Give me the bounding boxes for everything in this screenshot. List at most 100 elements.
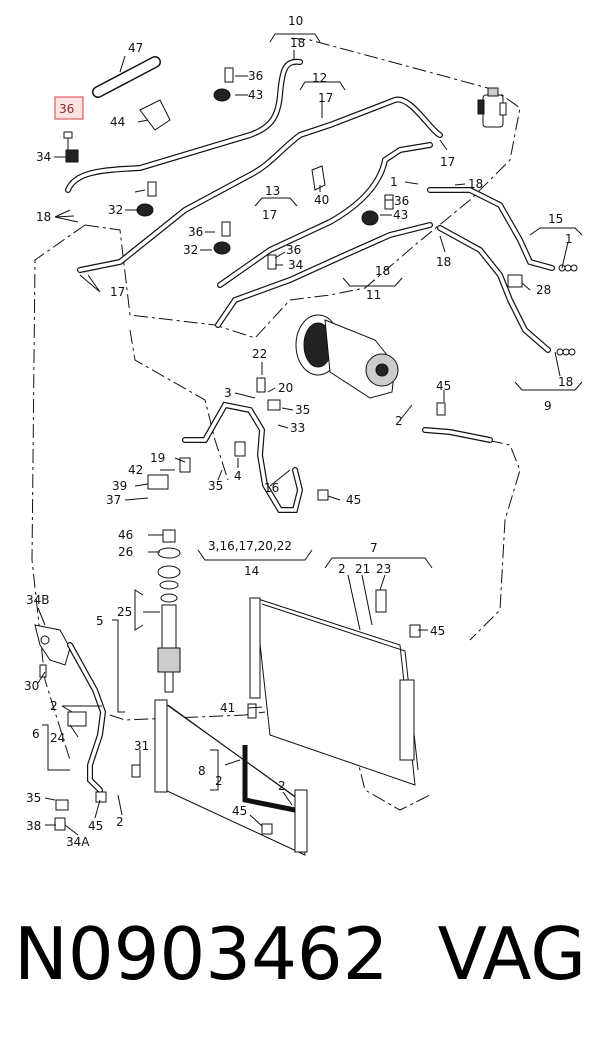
callout-label: 18	[436, 255, 451, 269]
callout-label: 20	[278, 381, 293, 395]
callout-label: 18	[558, 375, 573, 389]
callout-label: 18	[290, 36, 305, 50]
pipe-14	[182, 401, 304, 513]
callout-label: 5	[96, 614, 104, 628]
outline-mid	[129, 329, 229, 481]
callout-label: 21	[355, 562, 370, 576]
callout-label: 44	[110, 115, 125, 129]
callout-label: 45	[346, 493, 361, 507]
callout-label: 2	[215, 774, 223, 788]
hose-47	[92, 56, 161, 98]
callout-label: 34B	[26, 593, 50, 607]
callout-label: 36	[286, 243, 301, 257]
callout-label: 15	[548, 212, 563, 226]
callout-label: 34A	[66, 835, 90, 849]
callout-label: 2	[338, 562, 346, 576]
callout-label: 31	[134, 739, 149, 753]
callout-label: 9	[544, 399, 552, 413]
pipe-6	[67, 642, 107, 793]
callout-label: 3	[224, 386, 232, 400]
callout-label: 32	[183, 243, 198, 257]
callout-label: 46	[118, 528, 133, 542]
highlighted-callout-label: 36	[59, 102, 74, 116]
callout-label: 2	[116, 815, 124, 829]
callout-label: 45	[430, 624, 445, 638]
highlight-box	[54, 96, 84, 120]
callout-label: 18	[468, 177, 483, 191]
bolt-36-highlighted	[63, 131, 79, 163]
callout-label: 1	[565, 232, 573, 246]
strut-25	[157, 529, 181, 693]
radiator	[249, 597, 419, 786]
callout-label: 37	[106, 493, 121, 507]
callout-labels: 10 18 47 36 43 12 17 44 34 17 40 1 36 18…	[24, 14, 573, 849]
callout-label: 23	[376, 562, 391, 576]
callout-label: 17	[110, 285, 125, 299]
callout-label: 36	[188, 225, 203, 239]
callout-label: 38	[26, 819, 41, 833]
callout-label: 34	[288, 258, 303, 272]
callout-label: 7	[370, 541, 378, 555]
callout-label: 17	[318, 91, 333, 105]
callout-label: 33	[290, 421, 305, 435]
callout-label: 41	[220, 701, 235, 715]
outline-left	[31, 224, 86, 761]
compressor	[295, 314, 399, 399]
callout-label: 19	[150, 451, 165, 465]
callout-label: 12	[312, 71, 327, 85]
callout-label: 2	[278, 779, 286, 793]
callout-label: 17	[440, 155, 455, 169]
brand-caption: VAG	[437, 912, 586, 996]
callout-label: 17	[262, 208, 277, 222]
callout-label: 16	[264, 481, 279, 495]
callout-label: 36	[248, 69, 263, 83]
receiver-drier	[477, 87, 507, 128]
pipe-upper-second	[77, 96, 443, 273]
callout-label: 43	[248, 88, 263, 102]
callout-label: 2	[50, 699, 58, 713]
callout-label: 14	[244, 564, 259, 578]
callout-label: 22	[252, 347, 267, 361]
callout-label: 39	[112, 479, 127, 493]
callout-label: 1	[390, 175, 398, 189]
callout-label: 35	[26, 791, 41, 805]
callout-label: 45	[88, 819, 103, 833]
pipe-9	[437, 225, 551, 353]
parts-diagram: 10 18 47 36 43 12 17 44 34 17 40 1 36 18…	[24, 14, 583, 856]
outline-bottom	[354, 749, 431, 811]
callout-label: 47	[128, 41, 143, 55]
callout-label: 2	[395, 414, 403, 428]
callout-label: 8	[198, 764, 206, 778]
condenser	[154, 698, 308, 856]
callout-label: 36	[394, 194, 409, 208]
outline-upper	[84, 37, 521, 339]
callout-label: 24	[50, 731, 65, 745]
part-number-caption: N0903462	[14, 912, 389, 996]
callout-label: 34	[36, 150, 51, 164]
callout-label: 25	[117, 605, 132, 619]
callout-label: 18	[36, 210, 51, 224]
callout-label: 35	[295, 403, 310, 417]
callout-label: 13	[265, 184, 280, 198]
callout-label: 30	[24, 679, 39, 693]
bracket-34B	[34, 624, 71, 666]
callout-label: 10	[288, 14, 303, 28]
callout-label: 40	[314, 193, 329, 207]
small-fittings	[39, 67, 578, 835]
callout-label: 35	[208, 479, 223, 493]
callout-label: 43	[393, 208, 408, 222]
callout-label: 45	[232, 804, 247, 818]
callout-label: 28	[536, 283, 551, 297]
pipe-15	[427, 187, 555, 271]
leader-lines	[37, 33, 583, 836]
callout-label: 4	[234, 469, 242, 483]
pipe-11	[215, 222, 433, 328]
callout-label: 26	[118, 545, 133, 559]
pipe-13	[217, 142, 433, 288]
pipe-upper-long	[65, 58, 303, 193]
callout-label: 3,16,17,20,22	[208, 539, 292, 553]
callout-label: 42	[128, 463, 143, 477]
callout-label: 18	[375, 264, 390, 278]
outline-right	[439, 429, 521, 641]
callout-label: 45	[436, 379, 451, 393]
